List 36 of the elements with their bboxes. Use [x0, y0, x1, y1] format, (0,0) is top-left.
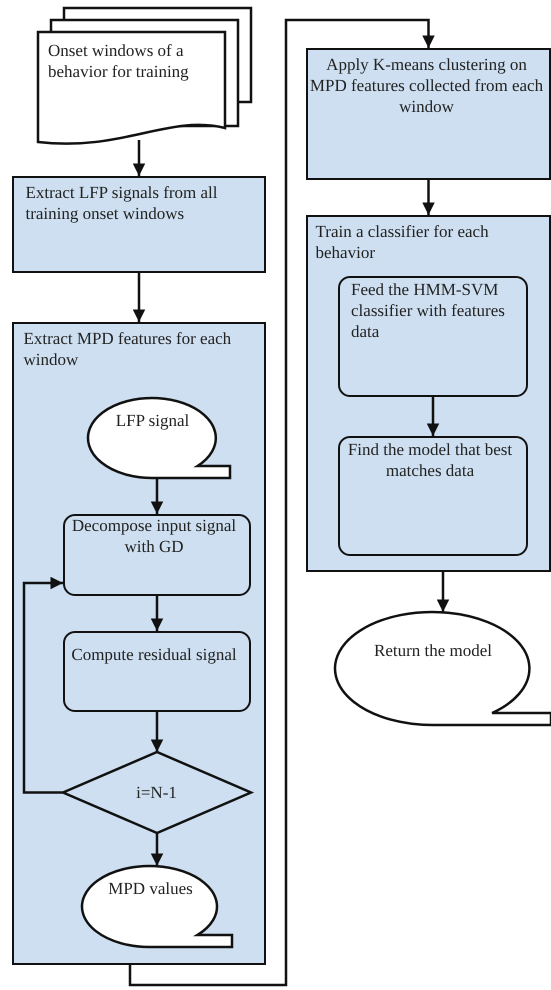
arrow — [436, 572, 450, 612]
terminal-shape — [88, 398, 230, 478]
terminal-shape — [335, 612, 551, 725]
node-label: i=N-1 — [135, 782, 178, 802]
node-label: Onset windows of a behavior for training — [48, 40, 190, 82]
node-label: Find the model that best matches data — [346, 439, 514, 481]
node-label: Return the model — [372, 640, 494, 661]
process-box — [12, 176, 266, 273]
node-label: Feed the HMM-SVM classifier with features data — [351, 279, 506, 342]
arrow — [150, 833, 164, 866]
arrow — [426, 397, 440, 436]
document-stack — [38, 8, 252, 148]
arrow — [150, 478, 164, 514]
arrow — [132, 140, 146, 176]
group-box — [12, 322, 266, 965]
node-label: Decompose input signal with GD — [70, 515, 238, 557]
node-label: Compute residual signal — [70, 644, 238, 665]
node-label: Apply K-means clustering on MPD features collected from each window — [310, 54, 544, 116]
process-box — [338, 276, 528, 396]
node-label: Extract LFP signals from all training onset windows — [26, 182, 219, 224]
process-box — [306, 48, 551, 180]
process-box — [62, 514, 250, 596]
arrow — [150, 596, 164, 631]
arrow — [150, 712, 164, 752]
terminal-shape — [82, 866, 232, 946]
arrow — [422, 180, 435, 215]
node-label: LFP signal — [114, 410, 190, 430]
node-label: Extract MPD features for each window — [24, 328, 232, 370]
node-label: Train a classifier for each behavior — [316, 220, 490, 262]
group-box — [306, 215, 551, 572]
arrow — [128, 18, 435, 986]
arrow — [22, 576, 63, 794]
arrow — [132, 273, 146, 322]
node-label: MPD values — [107, 878, 194, 898]
process-box — [62, 630, 250, 712]
process-box — [338, 436, 528, 556]
